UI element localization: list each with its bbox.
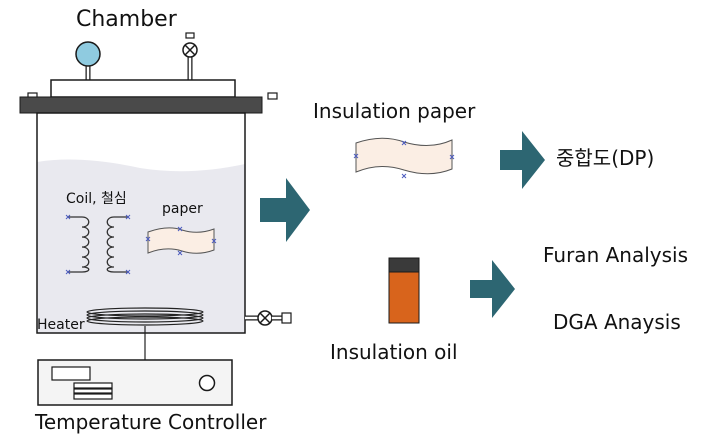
top-valve-icon	[182, 32, 198, 80]
inner-paper-icon	[145, 226, 217, 256]
arrow-right-icon	[470, 260, 515, 318]
heater-icon	[86, 307, 204, 360]
side-valve-icon	[245, 310, 292, 326]
coil-icon	[65, 214, 131, 275]
insulation-paper-label: Insulation paper	[313, 99, 476, 123]
temperature-controller-icon	[37, 359, 233, 406]
chamber-label: Chamber	[76, 7, 177, 32]
chamber-body	[36, 112, 246, 334]
heater-label: Heater	[37, 317, 85, 333]
insulation-oil-label: Insulation oil	[330, 340, 458, 364]
chamber-lid	[19, 79, 278, 114]
inner-paper-label: paper	[162, 201, 203, 217]
coil-label: Coil, 철심	[66, 191, 127, 207]
arrow-right-icon	[260, 178, 310, 242]
temperature-controller-label: Temperature Controller	[35, 410, 267, 434]
arrow-right-icon	[500, 131, 545, 189]
insulation-paper-icon	[353, 137, 455, 179]
dp-label: 중합도(DP)	[556, 146, 655, 170]
pressure-gauge-icon	[75, 41, 101, 80]
furan-analysis-label: Furan Analysis	[543, 243, 688, 267]
oil-vial-icon	[388, 257, 420, 324]
dga-analysis-label: DGA Anaysis	[553, 310, 681, 334]
